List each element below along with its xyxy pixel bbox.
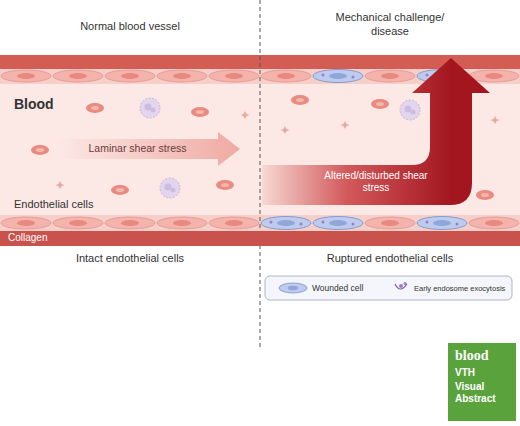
endothelial-cell bbox=[209, 217, 259, 229]
endothelial-cell bbox=[1, 217, 51, 229]
node-text: blood bbox=[455, 348, 488, 364]
node-text: Altered/disturbed shear stress bbox=[320, 170, 432, 194]
white-blood-cell bbox=[400, 100, 420, 120]
endothelial-cell bbox=[365, 217, 415, 229]
red-blood-cell bbox=[86, 103, 104, 113]
endothelial-cell bbox=[365, 70, 415, 82]
caption-label: Intact endothelial cells bbox=[30, 252, 230, 264]
node-text: VTH bbox=[455, 367, 475, 378]
red-blood-cell bbox=[111, 185, 129, 195]
red-blood-cell bbox=[191, 107, 209, 117]
arrow-shape bbox=[262, 58, 490, 205]
endothelial-cell bbox=[1, 70, 51, 82]
wounded-cell bbox=[417, 217, 467, 230]
endothelial-cell bbox=[53, 217, 103, 229]
endothelial-cell bbox=[157, 217, 207, 229]
endothelial-cell bbox=[469, 217, 519, 229]
collagen-band: Collagen bbox=[0, 231, 520, 246]
endosome-dot bbox=[399, 284, 403, 288]
node-text: Visual Abstract bbox=[455, 381, 513, 405]
endothelial-cell bbox=[105, 217, 155, 229]
shear-arrow: Laminar shear stress bbox=[55, 132, 240, 166]
panel-heading: Mechanical challenge/ disease bbox=[325, 10, 455, 38]
endothelial-cell bbox=[469, 70, 519, 82]
endothelial-cell bbox=[209, 70, 259, 82]
white-blood-cell bbox=[160, 178, 180, 198]
endothelial-cell bbox=[105, 70, 155, 82]
wounded-cell bbox=[313, 217, 363, 230]
platelet bbox=[281, 126, 290, 134]
legend-box bbox=[265, 276, 512, 300]
red-blood-cell bbox=[476, 190, 494, 200]
node-outline bbox=[262, 58, 502, 218]
endothelial-cell bbox=[157, 70, 207, 82]
wounded-cell bbox=[313, 70, 363, 83]
white-blood-cell bbox=[140, 98, 160, 118]
red-blood-cell bbox=[216, 180, 234, 190]
red-blood-cell bbox=[371, 99, 389, 109]
endothelial-cell bbox=[53, 70, 103, 82]
wounded-cell-icon bbox=[279, 283, 307, 293]
legend-sample bbox=[278, 281, 308, 295]
panel-heading: Normal blood vessel bbox=[30, 20, 230, 32]
red-blood-cell bbox=[291, 95, 309, 105]
divider-line bbox=[260, 0, 261, 350]
platelet bbox=[341, 121, 350, 129]
journal-logo: bloodVTH Visual Abstract bbox=[448, 343, 516, 421]
platelet bbox=[491, 116, 500, 124]
arrow-shape bbox=[55, 132, 240, 166]
endosome-dot bbox=[404, 282, 407, 285]
cell-nucleus bbox=[288, 286, 298, 290]
platelet bbox=[241, 111, 250, 119]
wounded-cell bbox=[261, 217, 311, 230]
layer-label: Endothelial cells bbox=[14, 198, 94, 210]
legend-icon bbox=[278, 281, 308, 295]
legend-text: Early endosome exocytosis bbox=[414, 284, 505, 293]
region-label: Blood bbox=[14, 96, 54, 112]
disturbed-shear-arrow: Altered/disturbed shear stress bbox=[262, 58, 502, 218]
red-blood-cell bbox=[31, 145, 49, 155]
node-text: Collagen bbox=[8, 232, 47, 243]
endothelial-cell bbox=[261, 70, 311, 82]
node-text: Laminar shear stress bbox=[55, 142, 220, 154]
platelet bbox=[56, 181, 65, 189]
caption-label: Ruptured endothelial cells bbox=[290, 252, 490, 264]
legend-text: Wounded cell bbox=[312, 283, 363, 293]
